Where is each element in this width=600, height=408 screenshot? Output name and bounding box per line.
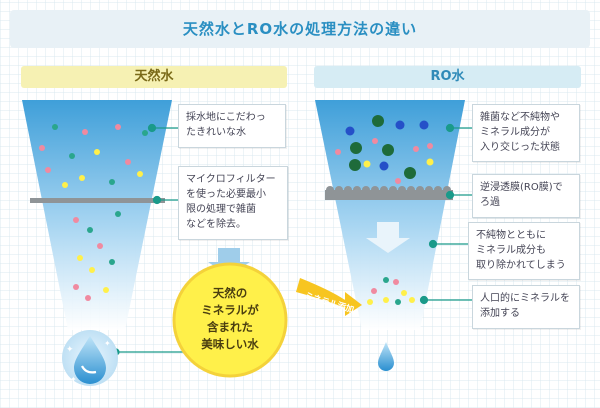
- callout-line: たきれいな水: [186, 127, 246, 138]
- ro-membrane: [325, 186, 453, 200]
- callout-line: 入り交じった状態: [480, 142, 560, 153]
- callout-ro-impure: 雑菌など不純物や ミネラル成分が 入り交じった状態: [472, 104, 580, 162]
- callout-ro-add-minerals: 人口的にミネラルを 添加する: [472, 285, 580, 329]
- ro-added-minerals: [367, 277, 415, 305]
- callout-line: 人口的にミネラルを: [480, 293, 570, 304]
- callout-microfilter: マイクロフィルター を使った必要最小 限の処理で雑菌 などを除去。: [178, 166, 288, 240]
- ro-down-arrow-icon: [366, 222, 410, 253]
- callout-line: 取り除かれてしまう: [476, 260, 566, 271]
- svg-text:✦: ✦: [70, 375, 77, 384]
- callout-line: マイクロフィルター: [186, 174, 276, 185]
- ro-water-drop-icon: [378, 342, 394, 371]
- water-drop-icon: ✦ ✦ ✦: [62, 330, 118, 386]
- callout-line: 雑菌など不純物や: [480, 112, 560, 123]
- svg-text:✦: ✦: [104, 339, 111, 348]
- result-line: 美味しい水: [201, 337, 259, 351]
- callout-line: 採水地にこだわっ: [186, 112, 266, 123]
- result-circle-text: 天然の ミネラルが 含まれた 美味しい水: [178, 285, 282, 353]
- result-line: ミネラルが: [201, 303, 259, 317]
- result-circle: [172, 262, 288, 378]
- result-line: 含まれた: [207, 320, 253, 334]
- result-line: 天然の: [212, 286, 248, 300]
- svg-text:✦: ✦: [66, 345, 74, 355]
- callout-line: 限の処理で雑菌: [186, 204, 256, 215]
- callout-line: などを除去。: [186, 219, 246, 230]
- callout-line: ミネラル成分が: [480, 127, 550, 138]
- germ-icon: [335, 115, 434, 184]
- page-title: 天然水とRO水の処理方法の違い: [182, 20, 418, 38]
- column-heading-natural-water: 天然水: [21, 66, 287, 88]
- mineral-add-arrow-icon: [296, 278, 362, 316]
- callout-line: ろ過: [480, 197, 500, 208]
- microfilter-bar: [30, 198, 165, 203]
- ro-leader-lines: [419, 123, 472, 305]
- ro-funnel: [315, 100, 465, 330]
- callout-natural-source: 採水地にこだわっ たきれいな水: [178, 104, 286, 148]
- title-band: 天然水とRO水の処理方法の違い: [10, 10, 590, 48]
- column-heading-ro-water: RO水: [314, 66, 581, 88]
- callout-ro-removed: 不純物とともに ミネラル成分も 取り除かれてしまう: [468, 222, 580, 280]
- callout-line: 不純物とともに: [476, 230, 546, 241]
- callout-line: 添加する: [480, 308, 520, 319]
- natural-particles: [39, 124, 148, 301]
- natural-funnel: [22, 100, 172, 330]
- callout-ro-membrane: 逆浸透膜(RO膜)で ろ過: [472, 174, 580, 218]
- callout-line: 逆浸透膜(RO膜)で: [480, 182, 563, 193]
- callout-line: を使った必要最小: [186, 189, 266, 200]
- callout-line: ミネラル成分も: [476, 245, 546, 256]
